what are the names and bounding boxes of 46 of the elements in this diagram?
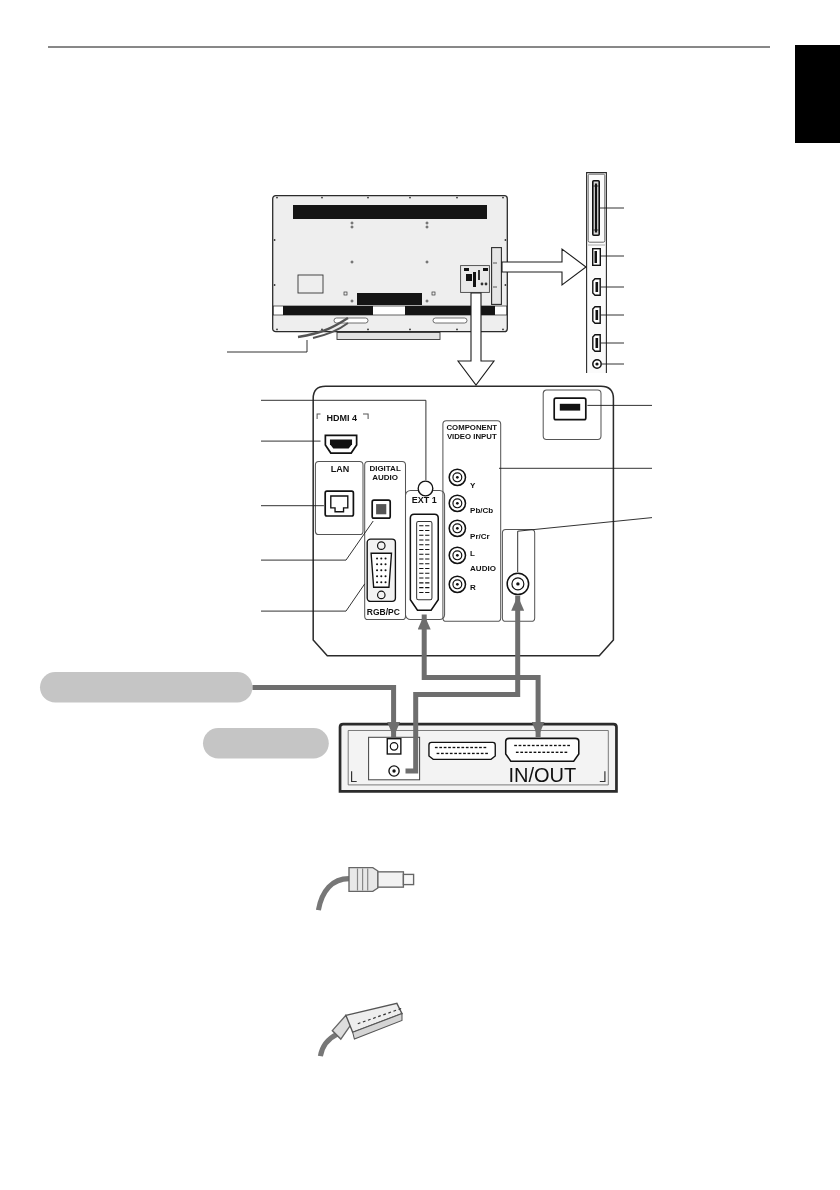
jack-label: Y xyxy=(470,481,476,491)
round-socket-icon xyxy=(417,480,435,498)
jack-label: AUDIO xyxy=(470,565,496,574)
cable-arrow xyxy=(417,614,545,737)
blank-label xyxy=(40,672,253,703)
leader-line xyxy=(260,440,321,442)
port-label: LAN xyxy=(330,464,350,475)
jack-label: Pr/Cr xyxy=(470,532,490,542)
jack-label: Pb/Cb xyxy=(470,507,494,517)
hdmi-port-icon xyxy=(592,334,601,352)
cable-arrow xyxy=(252,685,401,737)
hdmi-port-icon xyxy=(592,306,601,324)
bracket-icon xyxy=(491,247,502,305)
leader-line xyxy=(226,339,308,353)
section-tab xyxy=(795,45,840,143)
blank-label xyxy=(203,728,329,759)
leader-line xyxy=(498,467,653,469)
leader-line xyxy=(600,342,625,344)
connector-cluster-icon xyxy=(460,265,490,293)
aerial-socket-icon xyxy=(505,572,530,596)
hdmi-port-icon xyxy=(592,278,601,296)
port-label: HDMI 4 xyxy=(326,413,357,424)
port-label: EXT 1 xyxy=(411,495,437,506)
port-label: RGB/PC xyxy=(366,607,400,618)
leader-line xyxy=(600,314,625,316)
leader-line xyxy=(586,404,653,406)
leader-line xyxy=(260,583,366,612)
leader-line xyxy=(601,363,625,365)
port-label: IN/OUT xyxy=(508,764,577,787)
jack-label: R xyxy=(470,583,476,593)
leader-line xyxy=(599,207,625,209)
block-arrow xyxy=(456,292,496,386)
cable-icon xyxy=(295,316,350,340)
leader-line xyxy=(260,505,325,507)
usb-port-icon xyxy=(592,248,601,266)
usb-port-icon xyxy=(553,396,588,421)
leader-line xyxy=(260,399,427,481)
jack-label: L xyxy=(470,549,475,559)
leader-line xyxy=(517,517,653,573)
leader-line xyxy=(600,286,625,288)
port-label: DIGITAL AUDIO xyxy=(368,464,402,483)
block-arrow xyxy=(501,247,587,287)
card-slot-icon xyxy=(592,180,600,236)
leader-line xyxy=(600,255,625,257)
headphone-jack-icon xyxy=(592,359,602,369)
cable-arrow xyxy=(405,595,525,774)
